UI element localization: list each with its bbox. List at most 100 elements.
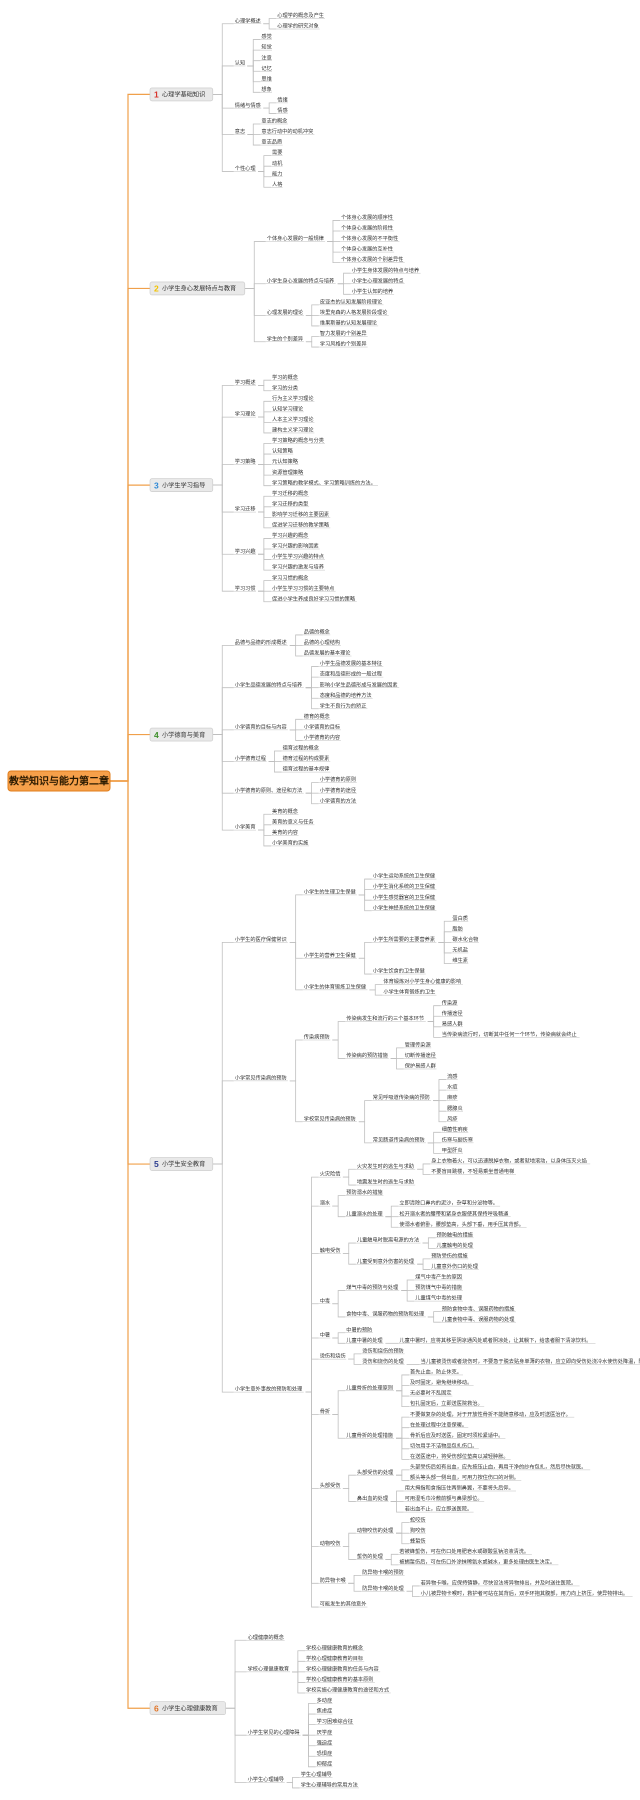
mind-map-node[interactable]: 能力 (271, 169, 283, 177)
mind-map-node[interactable]: 小学生体育锻炼的卫生 (382, 988, 437, 996)
mind-map-node[interactable]: 元认知策略 (271, 457, 299, 465)
mind-map-node[interactable]: 美育的内容 (271, 828, 299, 836)
mind-map-node[interactable]: 用大拇指和食指压住两侧鼻翼，不要将头后仰。 (403, 1484, 516, 1492)
mind-map-node[interactable]: 抑郁症 (315, 1759, 333, 1767)
mind-map-node[interactable]: 包扎固定后，立即送医院救治。 (409, 1399, 485, 1407)
mind-map-node[interactable]: 行为主义学习理论 (271, 394, 315, 402)
mind-map-node[interactable]: 学生的个别差异 (265, 334, 304, 342)
mind-map-node[interactable]: 烫伤和烧伤的预防 (361, 1346, 405, 1354)
mind-map-node[interactable]: 意志的概念 (260, 117, 288, 125)
mind-map-node[interactable]: 皮亚杰的认知发展阶段理论 (318, 297, 384, 305)
mind-map-node[interactable]: 预防受伤的措施 (430, 1251, 469, 1259)
mind-map-node[interactable]: 小学生学习习惯的主要特点 (271, 584, 336, 592)
mind-map-node[interactable]: 儿童触电时脱离电源的方法 (355, 1236, 421, 1244)
mind-map-node[interactable]: 态度和品德的培养方法 (318, 691, 373, 699)
mind-map-node[interactable]: 小学生心理发展的特点 (350, 276, 405, 284)
mind-map-node[interactable]: 火灾险情 (318, 1170, 341, 1178)
mind-map-node[interactable]: 小学美育 (233, 823, 256, 831)
mind-map-node[interactable]: 学习迁移的类型 (271, 499, 310, 507)
mind-map-node[interactable]: 品德发展的基本理论 (302, 649, 352, 657)
mind-map-node[interactable]: 学习策略 (233, 457, 257, 465)
mind-map-node[interactable]: 烫伤和烧伤 (318, 1352, 347, 1360)
mind-map-node[interactable]: 厌学症 (315, 1728, 333, 1736)
mind-map-node[interactable]: 心理学概述 (233, 16, 262, 24)
mind-map-node[interactable]: 小学生身心发展的特点与培养 (265, 276, 336, 284)
mind-map-node[interactable]: 若被蜂蜇伤，可在伤口处用肥皂水或碳酸氢钠溶液清洗。 (398, 1547, 532, 1555)
mind-map-node[interactable]: 需要 (271, 149, 283, 156)
mind-map-node[interactable]: 美育的意义与任务 (271, 817, 315, 825)
mind-map-node[interactable]: 儿童受到意外伤害的处理 (355, 1257, 416, 1265)
mind-map-node[interactable]: 触电受伤 (318, 1246, 341, 1254)
mind-map-node[interactable]: 小学生品德发展的基本特征 (318, 659, 384, 667)
mind-map-node[interactable]: 小学美育的实施 (271, 839, 310, 847)
mind-map-node[interactable]: 常见肠道传染病的预防 (371, 1135, 426, 1143)
mind-map-node[interactable]: 蜇伤的处理 (355, 1552, 384, 1560)
mind-map-node[interactable]: 学校心理健康教育的基本原则 (305, 1675, 375, 1683)
mind-map-node[interactable]: 煤气中毒产生的原因 (414, 1273, 463, 1281)
mind-map-node[interactable]: 小学生意外事故的预防和处理 (233, 1385, 304, 1393)
mind-map-node[interactable]: 小学德育的目标与内容 (233, 722, 288, 730)
mind-map-node[interactable]: 认知学习理论 (271, 404, 304, 412)
mind-map-node[interactable]: 预防触电的措施 (435, 1230, 474, 1238)
mind-map-node[interactable]: 想象 (260, 85, 272, 93)
mind-map-node[interactable]: 无必要时不乱固定 (409, 1389, 453, 1397)
mind-map-node[interactable]: 中毒 (318, 1296, 331, 1304)
mind-map-node[interactable]: 蛇咬伤 (409, 1515, 426, 1523)
mind-map-node[interactable]: 中暑 (318, 1331, 331, 1339)
mind-map-node[interactable]: 蛋白质 (451, 914, 469, 922)
mind-map-node[interactable]: 小学生认知的培养 (350, 287, 395, 295)
mind-map-node[interactable]: 心理学的概念及产生 (276, 11, 325, 19)
mind-map-node[interactable]: 被蝎蜇伤后，可在伤口外涂抹稀氨水或碱水，更多处理由医生决定。 (398, 1557, 559, 1565)
mind-map-node[interactable]: 儿童骨折的处理原则 (345, 1383, 394, 1391)
mind-map-node[interactable]: 预防食物中毒、误服药物的措施 (440, 1304, 516, 1312)
mind-map-node[interactable]: 认知策略 (271, 447, 294, 455)
mind-map-node[interactable]: 烫伤和烧伤的处理 (361, 1357, 405, 1365)
mind-map-node[interactable]: 促进小学生养成良好学习习惯的策略 (271, 594, 357, 602)
mind-map-node[interactable]: 个体身心发展的顺序性 (340, 213, 395, 221)
mind-map-node[interactable]: 资源管理策略 (271, 468, 304, 476)
mind-map-node[interactable]: 风疹 (446, 1114, 458, 1122)
mind-map-node[interactable]: 流感 (446, 1072, 458, 1080)
mind-map-node[interactable]: 思维 (260, 74, 272, 82)
mind-map-node[interactable]: 个体身心发展的互补性 (340, 245, 395, 253)
mind-map-node[interactable]: 学习迁移的概念 (271, 489, 310, 497)
mind-map-node[interactable]: 煤气中毒的预防与处理 (345, 1283, 400, 1291)
mind-map-node[interactable]: 小学生的生理卫生保健 (302, 888, 357, 896)
mind-map-node[interactable]: 学习的概念 (271, 373, 299, 381)
mind-map-node[interactable]: 动物咬伤 (318, 1539, 341, 1547)
mind-map-node[interactable]: 情绪与情感 (233, 101, 262, 109)
mind-map-node[interactable]: 学习风格的个别差异 (318, 340, 368, 348)
mind-map-node[interactable]: 骨折后应及时送医，固定时须松紧适中。 (409, 1431, 506, 1439)
mind-map-node[interactable]: 不要盲目跳楼，不轻易乘坐普通电梯 (430, 1167, 516, 1175)
mind-map-node[interactable]: 学习理论 (233, 410, 257, 418)
mind-map-node[interactable]: 智力发展的个别差异 (318, 329, 368, 337)
mind-map-node[interactable]: 小学德育的方法 (318, 796, 357, 804)
mind-map-node[interactable]: 中暑的预防 (345, 1325, 373, 1333)
mind-map-node[interactable]: 意志 (233, 127, 246, 135)
mind-map-node[interactable]: 头部受伤的处理 (355, 1468, 394, 1476)
mind-map-node[interactable]: 小学生常见的心理障碍 (246, 1728, 301, 1736)
mind-map-node[interactable]: 腮腺炎 (446, 1104, 463, 1112)
mind-map-node[interactable]: 德育的概念 (302, 712, 331, 720)
mind-map-node[interactable]: 知觉 (260, 43, 272, 51)
mind-map-node[interactable]: 细菌性痢疾 (440, 1125, 469, 1133)
mind-map-node[interactable]: 小学生的营养卫生保健 (302, 951, 357, 959)
mind-map-node[interactable]: 小学德育过程 (233, 754, 267, 762)
mind-map-node[interactable]: 个体身心发展的个别差异性 (340, 255, 405, 263)
mind-map-node[interactable]: 情绪 (276, 95, 288, 103)
mind-map-node[interactable]: 在送医途中，将受伤部位垫高以减轻肿胀。 (409, 1452, 511, 1460)
mind-map-node[interactable]: 学校心理健康教育的概念 (305, 1643, 365, 1651)
mind-map-node[interactable]: 感觉 (260, 32, 272, 40)
mind-map-node[interactable]: 小学生饮食的卫生保健 (371, 967, 426, 975)
mind-map-node[interactable]: 立即清除口鼻内的泥沙，杂草和分泌物等。 (398, 1199, 501, 1207)
mind-map-node[interactable]: 学校实施心理健康教育的途径和方式 (305, 1686, 391, 1694)
mind-map-node[interactable]: 个体身心发展的不平衡性 (340, 234, 400, 242)
mind-map-node[interactable]: 小学生神经系统的卫生保健 (371, 903, 437, 911)
mind-map-node[interactable]: 维果斯基的认知发展理论 (318, 319, 379, 327)
mind-map-node[interactable]: 无机盐 (451, 946, 469, 954)
